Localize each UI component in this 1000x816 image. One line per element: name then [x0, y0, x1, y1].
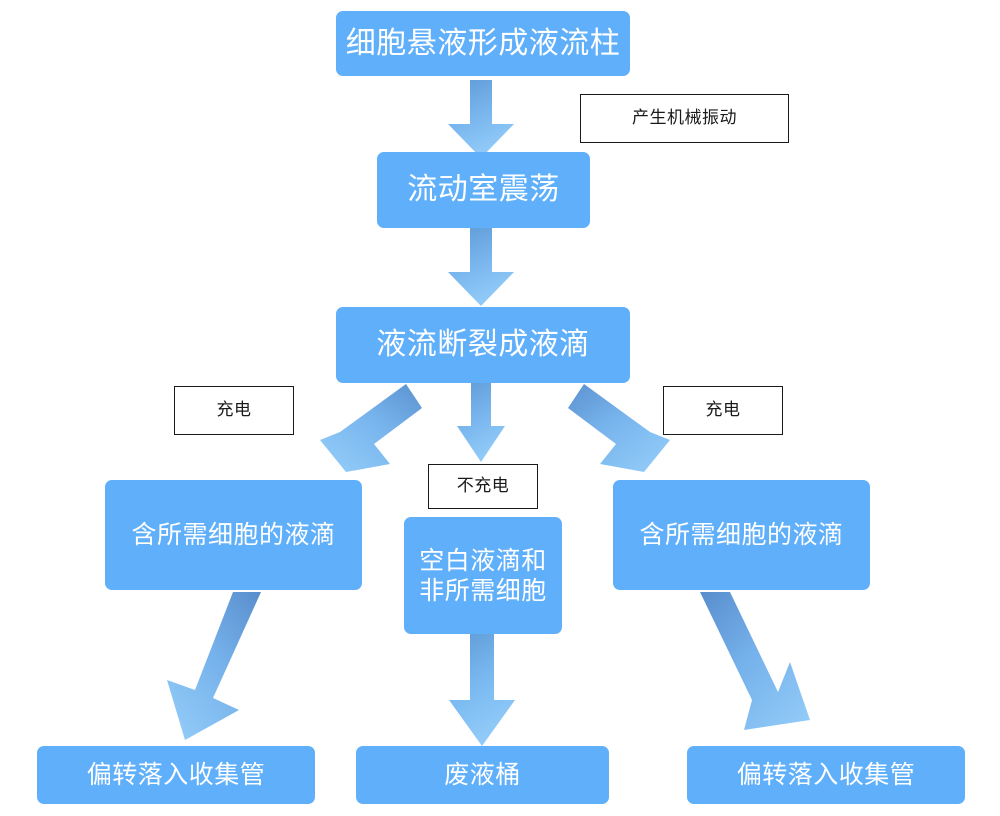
node-liquid-stream[interactable]: 细胞悬液形成液流柱 [336, 11, 630, 76]
node-label: 废液桶 [444, 760, 521, 790]
arrow-n3-n4 [312, 382, 422, 478]
node-blank-droplet-unwanted-cells[interactable]: 空白液滴和非所需细胞 [404, 517, 562, 634]
note-charge-right[interactable]: 充电 [663, 386, 783, 435]
node-droplet-with-cells-right[interactable]: 含所需细胞的液滴 [613, 480, 870, 590]
arrow-n4-n7 [155, 592, 265, 744]
node-waste-tank[interactable]: 废液桶 [356, 746, 609, 804]
arrow-n5-n8 [447, 634, 517, 746]
node-label: 流动室震荡 [407, 172, 560, 208]
node-label: 偏转落入收集管 [736, 760, 916, 790]
node-label: 含所需细胞的液滴 [131, 520, 336, 550]
arrow-n1-n2 [444, 80, 518, 158]
note-label: 充电 [216, 400, 252, 421]
node-deflect-collection-tube-right[interactable]: 偏转落入收集管 [687, 746, 965, 804]
node-label: 偏转落入收集管 [86, 760, 266, 790]
arrow-n6-n9 [700, 592, 820, 744]
node-flow-cell-oscillation[interactable]: 流动室震荡 [377, 152, 590, 228]
node-label: 液流断裂成液滴 [376, 327, 590, 363]
arrow-n3-n6 [568, 382, 678, 478]
node-deflect-collection-tube-left[interactable]: 偏转落入收集管 [37, 746, 315, 804]
node-label: 含所需细胞的液滴 [639, 520, 844, 550]
note-label: 不充电 [456, 476, 510, 497]
note-charge-left[interactable]: 充电 [174, 386, 294, 435]
node-stream-breaks-droplets[interactable]: 液流断裂成液滴 [336, 307, 630, 383]
arrow-n2-n3 [444, 228, 518, 306]
arrow-n3-n5 [455, 382, 507, 462]
note-label: 充电 [705, 400, 741, 421]
node-droplet-with-cells-left[interactable]: 含所需细胞的液滴 [105, 480, 362, 590]
note-label: 产生机械振动 [632, 108, 737, 129]
node-label: 空白液滴和非所需细胞 [419, 546, 547, 605]
note-no-charge[interactable]: 不充电 [428, 464, 538, 509]
node-label: 细胞悬液形成液流柱 [345, 25, 621, 61]
note-mechanical-vibration[interactable]: 产生机械振动 [580, 94, 789, 143]
